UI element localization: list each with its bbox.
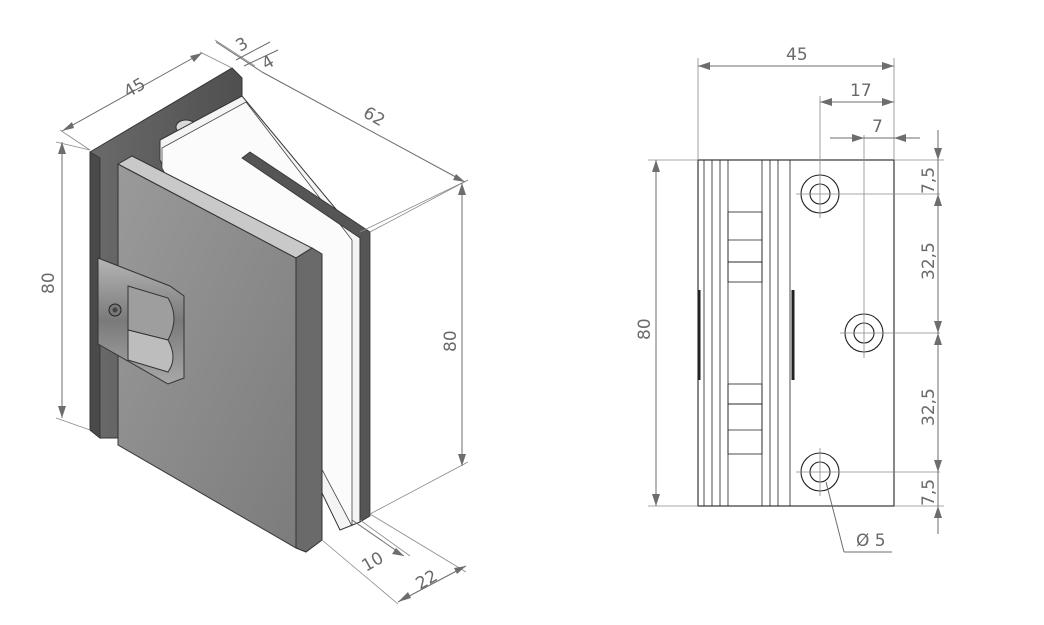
- wall-plate-edge: [89, 151, 101, 439]
- dim-front-7: 7: [872, 117, 883, 137]
- dim-front-17: 17: [850, 81, 872, 101]
- hinge-knuckle-lower: [127, 329, 174, 373]
- dim-front-80: 80: [635, 318, 655, 340]
- front-view: 45 17 7 80: [635, 45, 944, 553]
- hinge-screw-slot: [112, 307, 118, 313]
- dim-iso-10: 10: [359, 548, 388, 576]
- dim-front-7-5-top: 7,5: [919, 167, 939, 194]
- dim-front-32-5-upper: 32,5: [919, 242, 939, 280]
- dim-iso-45: 45: [121, 74, 150, 102]
- mount-hole-bottom: [796, 448, 940, 496]
- dim-iso-80-right: 80: [441, 330, 461, 352]
- dim-iso-4: 4: [259, 52, 278, 75]
- dim-front-hole-diameter: Ø 5: [856, 531, 886, 551]
- front-plate-side: [295, 247, 323, 553]
- dim-iso-80-left: 80: [39, 272, 59, 294]
- front-dimensions: 45 17 7 80: [635, 45, 944, 553]
- dim-iso-22: 22: [413, 566, 442, 594]
- dim-front-45: 45: [786, 45, 808, 65]
- mount-hole-top: [796, 170, 940, 218]
- isometric-view: 45 3 4 62 80 80: [39, 34, 469, 605]
- dim-front-7-5-bottom: 7,5: [919, 479, 939, 506]
- dim-front-32-5-lower: 32,5: [919, 388, 939, 426]
- back-plate-right: [241, 151, 371, 523]
- mount-hole-middle: [840, 135, 940, 358]
